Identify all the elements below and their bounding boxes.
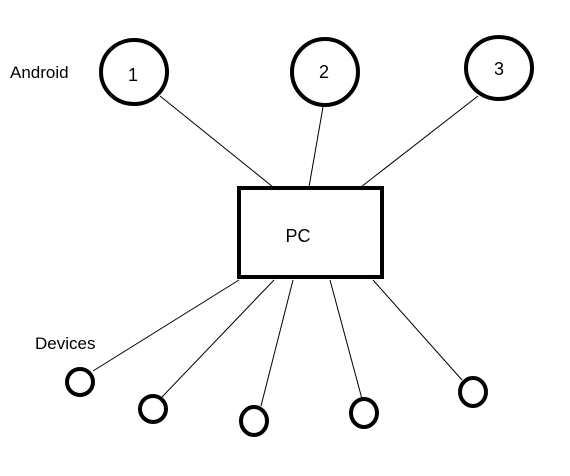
android-node-1-circle xyxy=(99,38,169,106)
android-node-2-label: 2 xyxy=(319,62,329,82)
connector-pc-device-2 xyxy=(161,279,275,398)
connector-pc-device-1 xyxy=(92,279,240,372)
android-node-1-label: 1 xyxy=(128,65,138,85)
android-node-3-circle xyxy=(464,35,534,101)
android-connections xyxy=(159,95,479,188)
connector-pc-device-4 xyxy=(329,279,363,400)
android-label: Android xyxy=(10,63,69,82)
devices-label: Devices xyxy=(35,334,95,353)
connector-android-3-pc xyxy=(360,95,479,188)
android-node-2-circle xyxy=(290,37,360,107)
pc-node: PC xyxy=(237,186,384,279)
connector-pc-device-5 xyxy=(372,279,463,381)
device-node-4 xyxy=(349,397,379,429)
device-node-1 xyxy=(65,367,95,397)
connector-pc-device-3 xyxy=(260,279,294,407)
device-node-5 xyxy=(458,376,488,408)
device-node-2 xyxy=(138,394,168,424)
android-node-3: 3 xyxy=(464,35,534,101)
device-nodes xyxy=(65,367,488,437)
pc-box xyxy=(237,186,384,279)
device-connections xyxy=(92,279,463,407)
connector-android-1-pc xyxy=(159,95,274,188)
device-node-3 xyxy=(239,405,269,437)
android-node-1: 1 xyxy=(99,38,169,106)
android-node-3-label: 3 xyxy=(494,59,504,79)
android-node-2: 2 xyxy=(290,37,360,107)
pc-label: PC xyxy=(285,226,310,246)
connector-android-2-pc xyxy=(308,106,324,188)
